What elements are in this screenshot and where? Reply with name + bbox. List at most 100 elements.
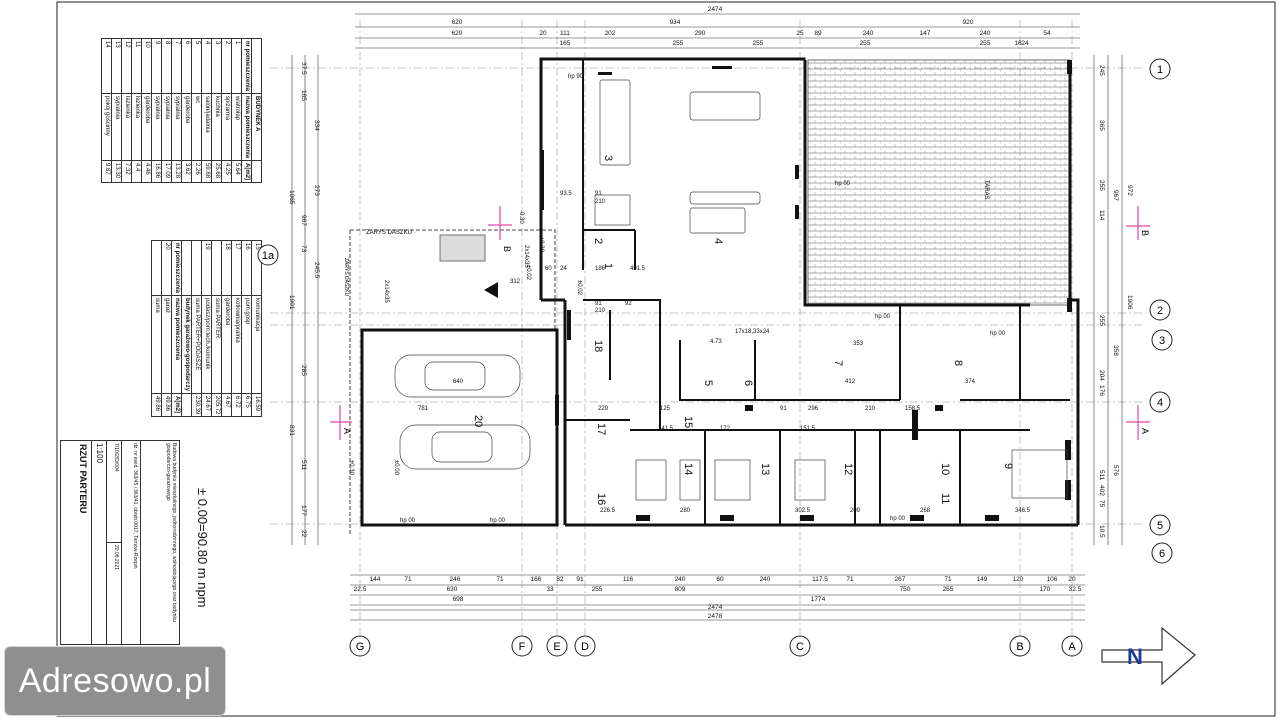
dimension-text: 273 — [313, 185, 320, 196]
project-address: dz. nr ewid. 363/45 i 363/41, obręb 0017… — [121, 441, 140, 644]
room-number: 6 — [742, 380, 754, 386]
dimension-text: 967 — [300, 215, 307, 226]
north-arrow-label: N — [1127, 644, 1143, 669]
room-number: 8 — [952, 360, 964, 366]
axis-bubble — [1151, 329, 1173, 351]
dimension-text: hp 90 — [568, 74, 584, 80]
dimension-text: 831 — [288, 425, 295, 436]
dimension-text: 255 — [753, 40, 764, 47]
room-number: 14 — [682, 463, 694, 475]
dimension-text: 71 — [944, 576, 952, 583]
watermark-text: Adresowo.pl — [18, 661, 212, 700]
roof-outline-label: ZARYS DASZKU — [366, 230, 412, 236]
dimension-text: 255 — [943, 586, 954, 593]
room-number: 1 — [602, 263, 614, 269]
dimension-text: 2474 — [708, 6, 723, 13]
dimension-text: 120 — [1013, 576, 1024, 583]
dimension-text: 91 — [576, 576, 584, 583]
dimension-text: 346.5 — [1015, 508, 1031, 514]
dimension-text: 93.5 — [560, 191, 572, 197]
terrace-label: TARAS — [983, 180, 989, 200]
dimension-text: 2474 — [708, 604, 723, 611]
dimension-text: 334 — [313, 120, 320, 131]
room-number: 11 — [939, 493, 951, 504]
living-furniture — [439, 79, 1068, 501]
dimension-text: 54 — [1043, 30, 1051, 37]
garage-walls — [349, 229, 559, 535]
room-number: 5 — [702, 380, 714, 386]
dimension-text: 374 — [965, 379, 976, 385]
dimension-text: 630 — [447, 586, 458, 593]
dimension-text: 89 — [814, 30, 822, 37]
axis-bubble-label-1: 1 — [1157, 64, 1163, 76]
section-label-a-left: A — [342, 428, 352, 434]
axis-bubble — [1149, 514, 1171, 536]
dimension-text: 240 — [675, 576, 686, 583]
dimension-text: 302.5 — [795, 508, 811, 514]
dimension-text: hp 00 — [490, 518, 506, 524]
dimension-text: 176 — [1098, 385, 1105, 396]
axis-bubble — [1151, 542, 1173, 564]
section-label-b-right: B — [1140, 230, 1150, 236]
dimension-text: 358 — [1112, 345, 1119, 356]
dimension-text: 245 — [1098, 65, 1105, 76]
dimension-text: -0.30 — [518, 210, 524, 224]
project-description: Budowa budynku mieszkalnego, jednorodzin… — [140, 441, 179, 644]
dimension-text: 116 — [623, 576, 634, 583]
dimension-text: 37.5 — [300, 62, 307, 75]
axis-bubble-label-f: F — [519, 641, 526, 653]
room-number: 16 — [595, 493, 607, 505]
dimension-text: ±0.00 — [393, 460, 399, 476]
axis-bubble-label-a: A — [1068, 641, 1076, 653]
dimension-text: hp 00 — [875, 314, 891, 320]
dimension-text: 255 — [673, 40, 684, 47]
dimension-text: 240 — [980, 30, 991, 37]
dimension-text: 125 — [660, 406, 671, 412]
dimension-text: 226.5 — [600, 508, 616, 514]
dimension-text: 781 — [418, 406, 429, 412]
top-dimension-lines — [355, 13, 1080, 49]
sheet-title: RZUT PARTERU — [78, 444, 88, 514]
left-dimension-lines — [291, 55, 319, 545]
dimension-text: 240 — [863, 30, 874, 37]
axis-bubble — [1061, 635, 1083, 657]
dimension-text: 22 — [300, 530, 307, 538]
room-number: 20 — [472, 415, 484, 427]
dimension-text: 620 — [452, 19, 463, 26]
dimension-text: 91 — [780, 406, 787, 412]
dimension-text: 158.5 — [905, 406, 921, 412]
terrace-deck — [807, 59, 1071, 306]
dimension-text: hp 00 — [400, 518, 416, 524]
dimension-text: 245.5 — [313, 262, 320, 279]
axis-bubble-label-1a: 1a — [262, 250, 275, 262]
dimension-text: 25 — [796, 30, 804, 37]
axis-bubble-label-e: E — [553, 641, 560, 653]
dimension-text: 71 — [846, 576, 854, 583]
dimension-text: 24 — [1021, 40, 1029, 47]
dimension-text: 20 — [1068, 576, 1076, 583]
dimension-text: 24 — [560, 266, 567, 272]
dimension-text: 114 — [1098, 210, 1105, 221]
dimension-text: ±0.02 — [525, 265, 531, 281]
dimension-text: hp 00 — [890, 516, 906, 522]
dimension-text: 210 — [865, 406, 876, 412]
dimension-text: 91 — [595, 191, 602, 197]
dimension-text: 640 — [453, 379, 464, 385]
dimension-text: 511 — [300, 460, 307, 471]
dimension-text: 144 — [370, 576, 381, 583]
dimension-text: 111 — [560, 30, 570, 37]
dimension-text: 33 — [546, 586, 554, 593]
dimension-text: 202 — [605, 30, 616, 37]
dimension-text: 1065 — [288, 190, 295, 205]
dimension-text: 10.5 — [1098, 525, 1105, 538]
dimension-text: 280 — [680, 508, 691, 514]
dimension-text: 920 — [963, 19, 974, 26]
dimension-text: 934 — [670, 19, 681, 26]
room-number: 3 — [602, 155, 614, 161]
dimension-text: 165 — [560, 40, 571, 47]
dimension-text: 186 — [595, 266, 606, 272]
dimension-text: 268 — [920, 508, 931, 514]
dimension-text: 229 — [598, 406, 609, 412]
house-walls — [539, 57, 1080, 527]
